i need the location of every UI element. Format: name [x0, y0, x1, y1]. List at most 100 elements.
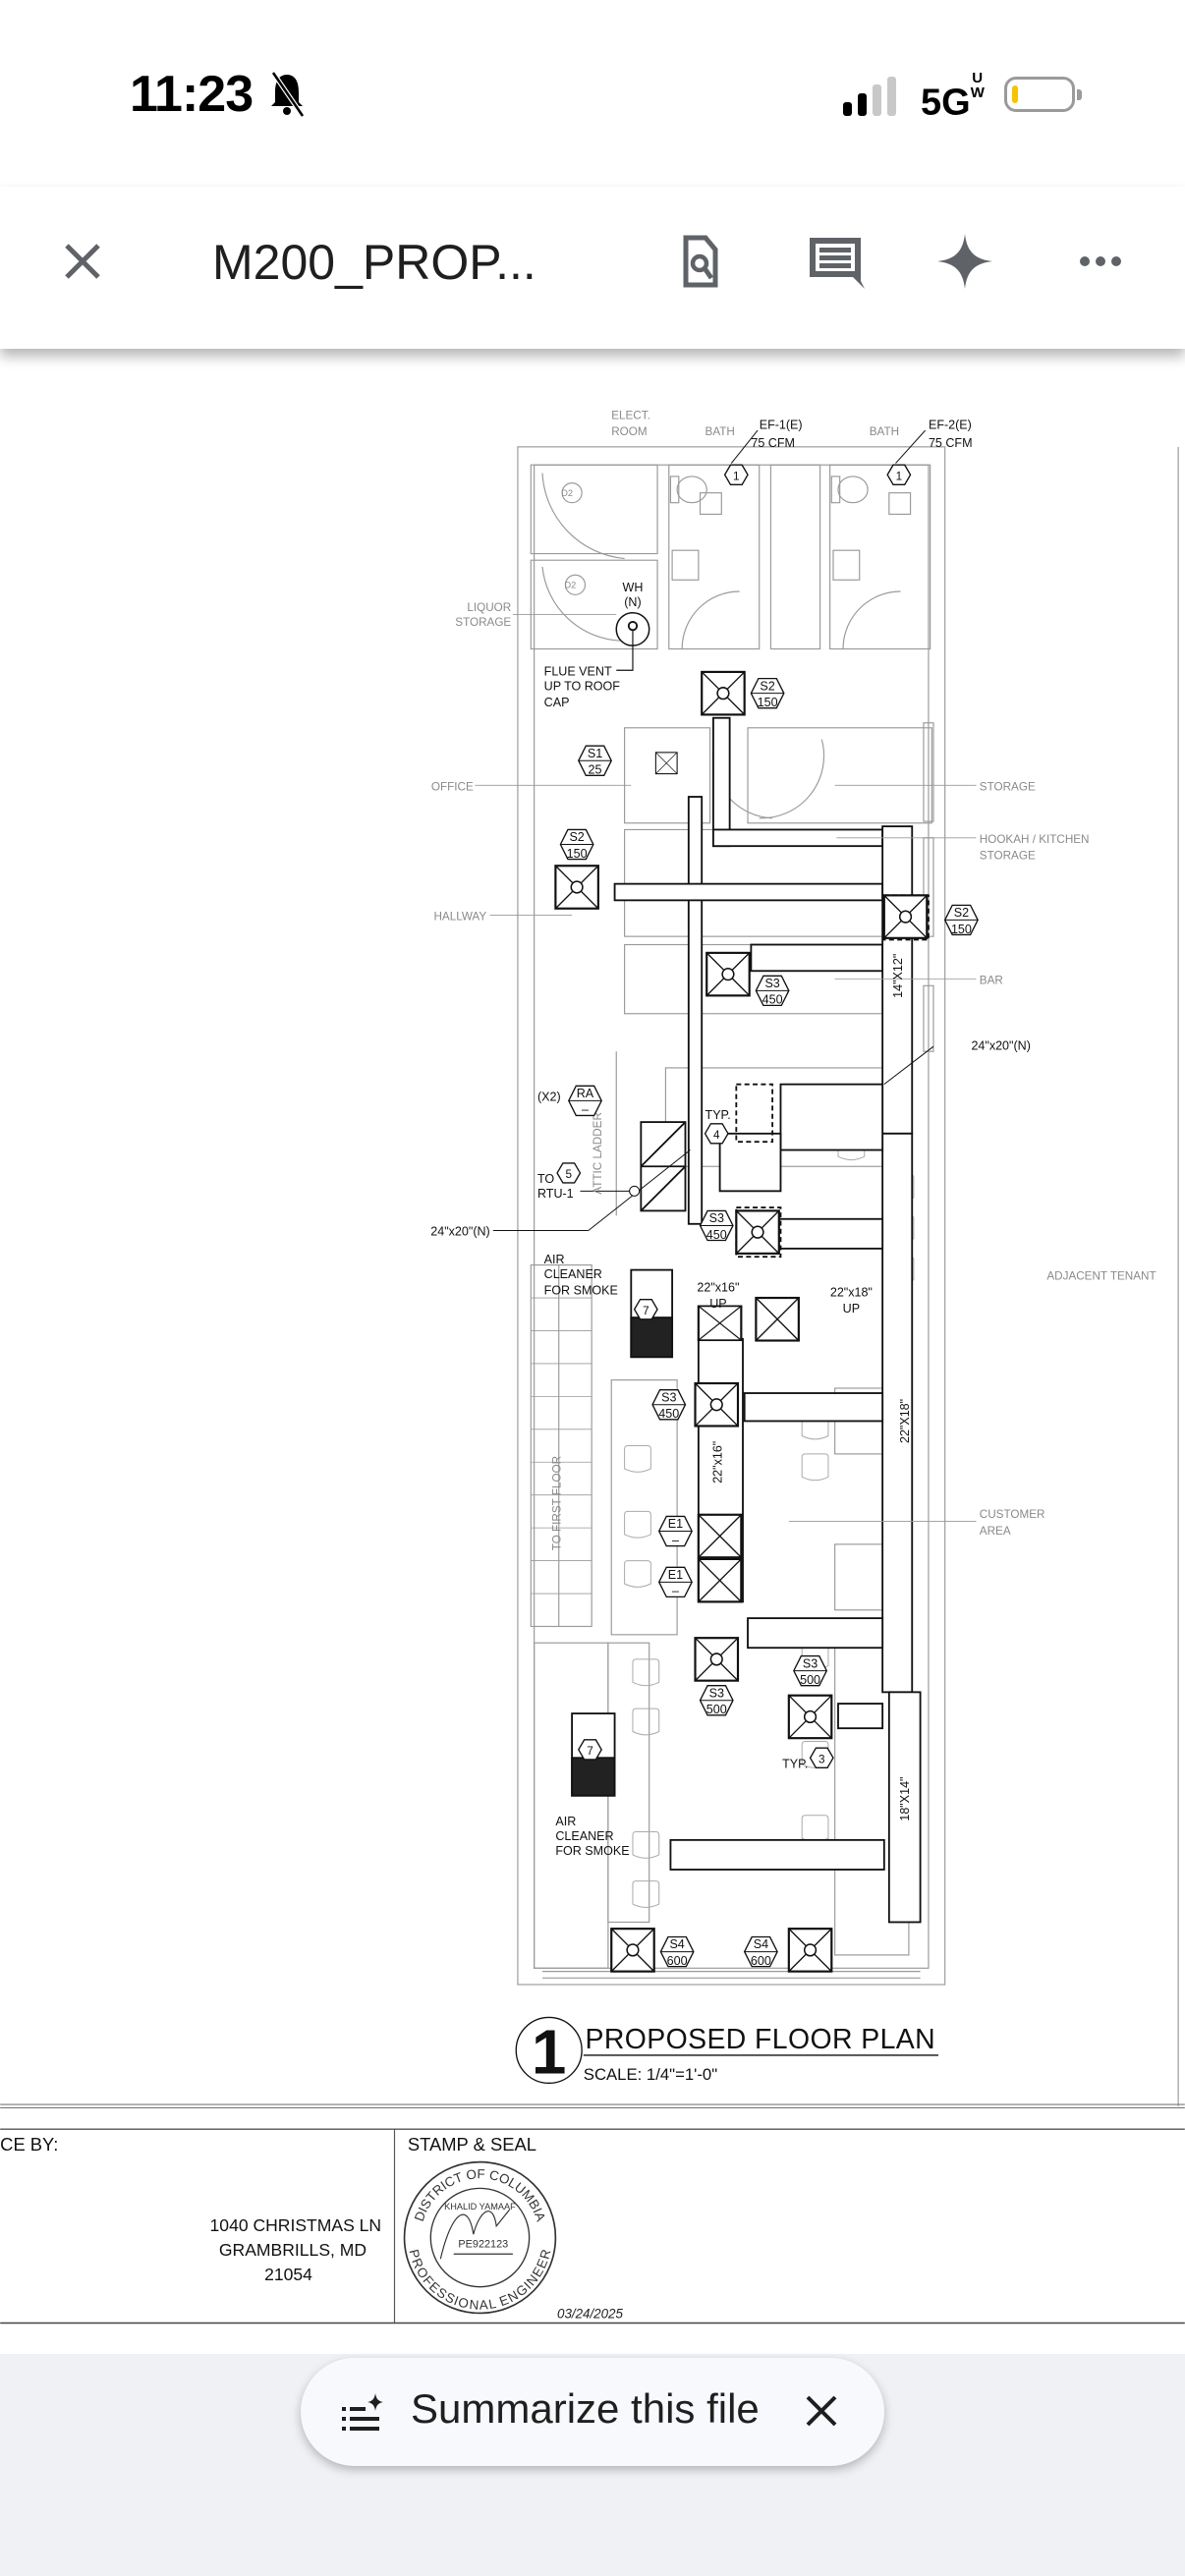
label-bath-1: BATH: [705, 425, 735, 438]
duct-size-label: 22"x16": [697, 1280, 739, 1294]
label-air-cleaner: FOR SMOKE: [544, 1284, 618, 1298]
tag-text: S3: [709, 1211, 724, 1225]
tag-text: 150: [951, 923, 972, 936]
tag-ef2: 1: [886, 464, 912, 485]
stamp-seal-label: STAMP & SEAL: [408, 2134, 536, 2155]
tag-text: 1: [733, 470, 740, 482]
tag-4: 4: [704, 1123, 729, 1145]
drawing-scale: SCALE: 1/4"=1'-0": [584, 2065, 717, 2084]
label-hallway: HALLWAY: [433, 910, 486, 923]
duct-size-label: 18"X14": [898, 1776, 912, 1820]
file-title: M200_PROP...: [212, 235, 536, 290]
label-rtu: RTU-1: [537, 1187, 574, 1201]
label-air-cleaner: AIR: [555, 1815, 576, 1828]
label-flue: UP TO ROOF: [544, 679, 621, 693]
label-room: ROOM: [611, 425, 647, 438]
label-to: TO: [537, 1172, 554, 1186]
tag-text: S2: [954, 906, 969, 920]
label-wh: WH: [623, 581, 644, 594]
label-flue: CAP: [544, 696, 570, 709]
summarize-label: Summarize this file: [411, 2385, 760, 2432]
tag-3: 3: [809, 1747, 834, 1768]
duct-size-label: 24"x20"(N): [430, 1224, 489, 1238]
tag-text: 3: [818, 1753, 825, 1765]
drawing-title-text: PROPOSED FLOOR PLAN: [585, 2024, 934, 2055]
seal-date: 03/24/2025: [557, 2306, 623, 2321]
label-air-cleaner: FOR SMOKE: [555, 1844, 629, 1858]
prepared-by-label: CE BY:: [0, 2134, 58, 2155]
duct-size-label: 22"x16": [710, 1441, 724, 1484]
label-ef1: EF-1(E): [760, 418, 803, 431]
tag-e1: E1–: [658, 1515, 693, 1547]
label-up: UP: [843, 1302, 860, 1316]
gemini-sparkle-icon[interactable]: [935, 232, 994, 291]
tag-text: –: [672, 1534, 679, 1547]
label-x2: (X2): [537, 1090, 561, 1103]
battery-nub: [1077, 89, 1082, 100]
seal-name: KHALID YAMAAF: [444, 2202, 516, 2212]
label-wh-n: (N): [624, 595, 641, 609]
tag-text: 600: [751, 1954, 771, 1968]
status-time: 11:23: [130, 66, 254, 123]
label-ef2-cfm: 75 CFM: [929, 436, 973, 450]
tag-text: 600: [667, 1954, 688, 1968]
signature: [439, 2209, 511, 2260]
tag-text: 7: [643, 1305, 649, 1317]
more-icon[interactable]: [1071, 232, 1130, 291]
summarize-sparkle-icon: [342, 2393, 383, 2431]
summarize-file-chip[interactable]: Summarize this file: [301, 2358, 884, 2466]
tag-text: S3: [803, 1656, 818, 1670]
drawing-number: 1: [532, 2017, 566, 2087]
tag-text: 1: [896, 470, 903, 482]
tag-text: –: [672, 1585, 679, 1598]
dismiss-summarize-icon[interactable]: [796, 2383, 847, 2438]
door-tag-d2: D2: [565, 581, 577, 590]
tag-text: 450: [762, 993, 783, 1007]
label-air-cleaner: CLEANER: [544, 1267, 602, 1281]
door-tag-d2: D2: [561, 488, 573, 498]
drawing-title: 1 PROPOSED FLOOR PLAN SCALE: 1/4"=1'-0": [515, 2016, 938, 2087]
tag-text: S3: [764, 977, 779, 990]
silent-bell-icon: [270, 71, 306, 118]
network-sup-bottom: W: [970, 84, 985, 101]
find-in-page-icon[interactable]: [670, 232, 729, 291]
label-up: UP: [709, 1297, 726, 1311]
duct-size-label: 22"x18": [830, 1285, 873, 1299]
seal-license: PE922123: [458, 2239, 508, 2251]
label-typ: TYP.: [705, 1108, 731, 1122]
tag-7: 7: [633, 1299, 658, 1320]
tag-text: S3: [661, 1390, 676, 1404]
label-air-cleaner: AIR: [544, 1253, 565, 1266]
label-ef2: EF-2(E): [929, 418, 972, 431]
label-bath-2: BATH: [870, 425, 899, 438]
tag-text: 450: [706, 1228, 727, 1242]
leader-lines: [475, 613, 977, 1522]
label-liquor-storage: STORAGE: [455, 616, 511, 629]
duct-size-label: 22"X18": [898, 1399, 912, 1443]
battery-level: [1012, 85, 1018, 103]
tag-text: 500: [706, 1703, 727, 1716]
comments-icon[interactable]: [806, 232, 865, 291]
label-air-cleaner: CLEANER: [555, 1829, 613, 1843]
tag-text: S2: [569, 830, 584, 844]
viewer-toolbar: M200_PROP...: [0, 187, 1185, 349]
close-icon[interactable]: [53, 232, 112, 291]
tag-text: S4: [669, 1937, 684, 1951]
label-to-first-floor: TO FIRST FLOOR: [550, 1456, 563, 1550]
label-storage: STORAGE: [980, 780, 1036, 793]
duct-size-label: 14"X12": [891, 954, 905, 998]
label-hookah: HOOKAH / KITCHEN: [980, 833, 1090, 846]
